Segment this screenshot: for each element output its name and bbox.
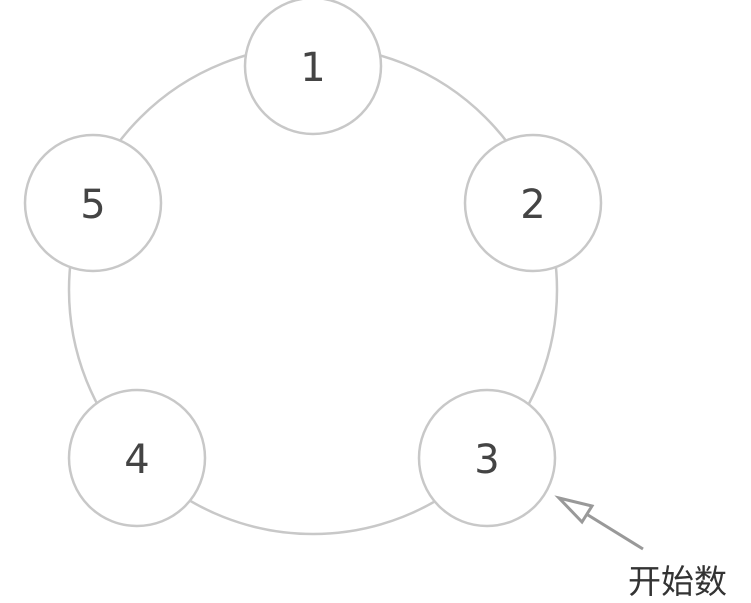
node-2: 2 [463, 133, 603, 273]
node-circle [243, 0, 383, 136]
node-1: 1 [243, 0, 383, 136]
start-label: 开始数 [628, 562, 727, 601]
node-circle [23, 133, 163, 273]
node-label: 3 [474, 437, 499, 483]
node-circle [463, 133, 603, 273]
start-arrow [554, 495, 644, 551]
node-circle [417, 388, 557, 528]
node-3: 3 [417, 388, 557, 528]
node-label: 5 [80, 182, 105, 228]
node-label: 4 [124, 437, 149, 483]
node-label: 2 [520, 182, 545, 228]
node-5: 5 [23, 133, 163, 273]
node-label: 1 [300, 45, 325, 91]
node-circle [67, 388, 207, 528]
node-4: 4 [67, 388, 207, 528]
